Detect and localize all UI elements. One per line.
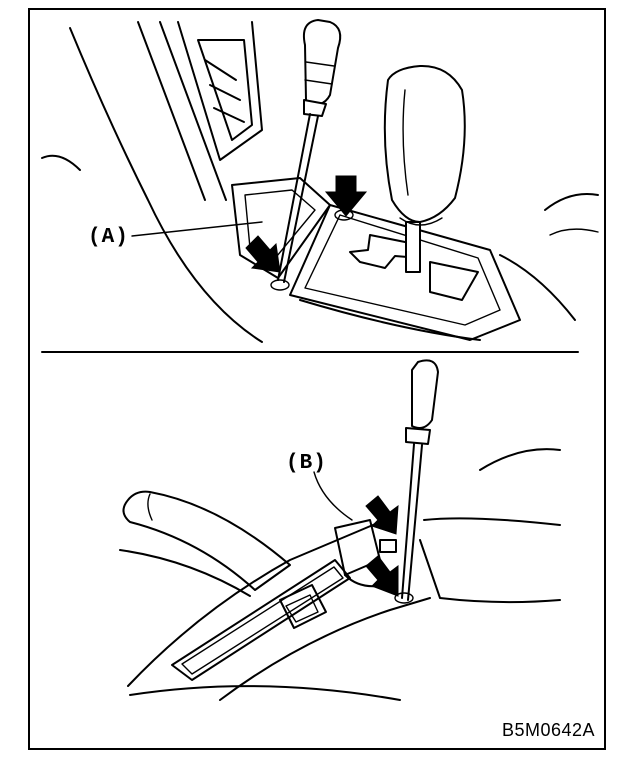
screwdriver-shaft-top: [277, 113, 311, 281]
arrow-right-top: [324, 175, 368, 217]
screwdriver-top: [277, 19, 342, 283]
console-bottom-curve: [129, 685, 401, 701]
seat-cushion: [479, 448, 561, 471]
label-a: (A): [88, 226, 129, 249]
trim-box: [279, 584, 327, 629]
trim-slot-outer: [171, 559, 351, 681]
grille-slot: [204, 59, 245, 123]
arrow-upper-bottom: [365, 495, 399, 535]
grille-inner: [197, 39, 253, 141]
screwdriver-shaft-bottom: [401, 443, 415, 599]
shift-plate-inner: [304, 214, 501, 326]
knob-shade: [402, 89, 409, 196]
console-edge-far: [423, 517, 561, 526]
console-outline-top: [69, 27, 263, 343]
screwdriver-bottom: [401, 359, 439, 601]
brake-base-line: [119, 549, 251, 597]
grille-frame: [177, 21, 263, 161]
console-right-side: [499, 254, 576, 321]
shift-knob: [383, 64, 466, 223]
leader-a: [131, 221, 263, 237]
clip-upper: [379, 539, 397, 553]
shift-lever-shaft: [405, 221, 421, 273]
screwdriver-ferrule-top: [303, 99, 327, 117]
pocket-a: [231, 177, 331, 279]
clip-lower: [394, 592, 414, 604]
clip-left: [270, 279, 290, 291]
seat-edge: [544, 193, 599, 211]
dash-lines: [137, 21, 227, 201]
shift-gate-right: [429, 261, 479, 301]
console-body-right: [219, 597, 431, 701]
console-body-left: [127, 521, 381, 687]
leader-b: [313, 471, 353, 521]
knob-collar: [399, 217, 443, 226]
figure-frame: [28, 8, 606, 750]
screwdriver-ferrule-bottom: [405, 427, 431, 445]
console-left-edge: [41, 154, 81, 171]
brake-handle: [122, 490, 291, 591]
top-panel: [41, 19, 599, 343]
console-lower-curve: [299, 299, 481, 341]
screwdriver-handle-bottom: [411, 359, 439, 429]
shift-plate: [289, 204, 521, 341]
console-edge-far-2: [419, 539, 561, 604]
seat-edge-2: [549, 228, 599, 236]
bottom-panel: [119, 359, 561, 701]
arrow-lower-bottom: [365, 555, 399, 597]
label-b: (B): [286, 452, 327, 475]
arrow-left-top: [245, 235, 281, 273]
figure-code: B5M0642A: [502, 720, 596, 740]
